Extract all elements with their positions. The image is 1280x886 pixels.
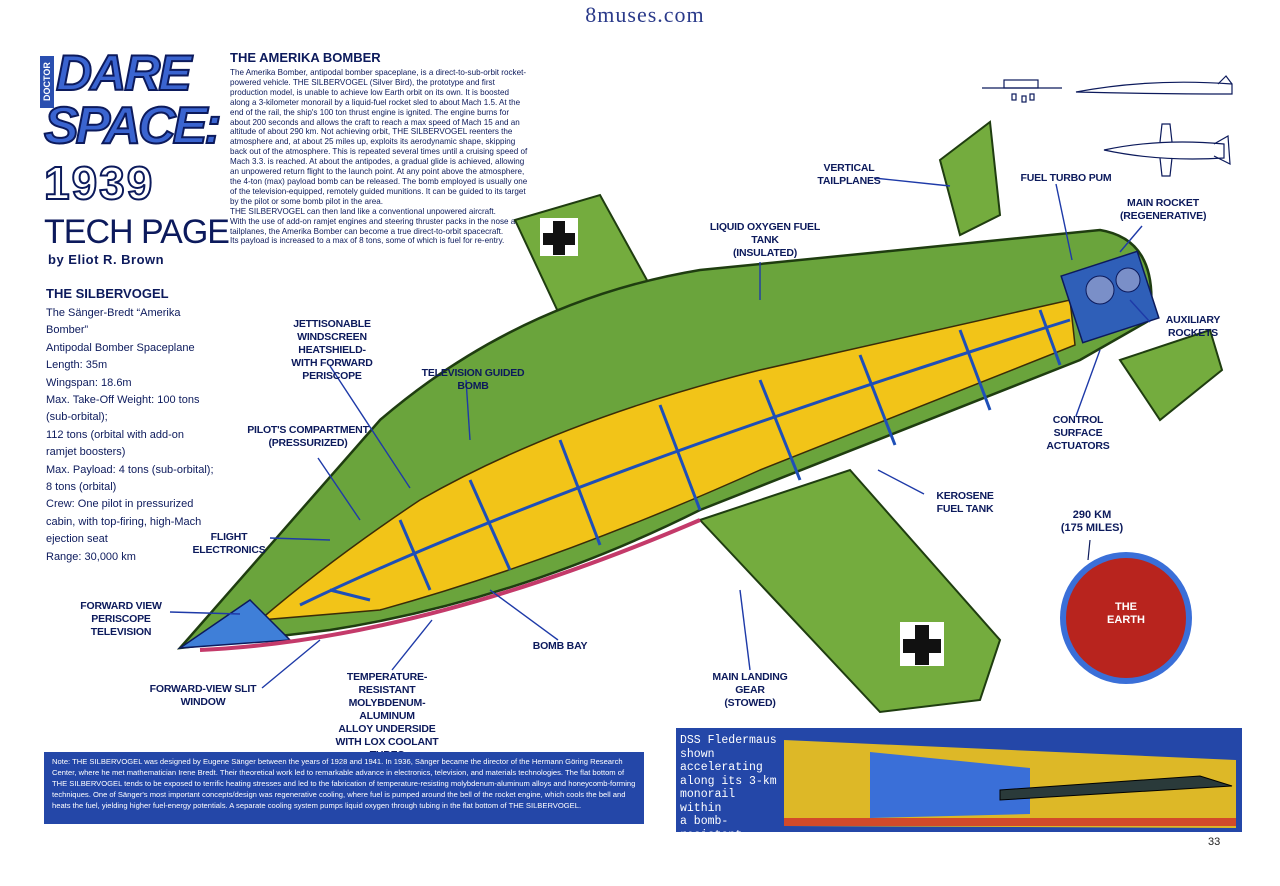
spec-item: Max. Payload: 4 tons (sub-orbital); [46, 463, 214, 476]
spec-item: Max. Take-Off Weight: 100 tons [46, 394, 200, 407]
callout-pilots-compartment: PILOT'S COMPARTMENT (PRESSURIZED) [247, 424, 369, 449]
earth-diagram [1060, 539, 1192, 684]
spec-item: Wingspan: 18.6m [46, 376, 132, 389]
earth-altitude-label: 290 KM (175 MILES) [1060, 509, 1124, 534]
callout-kerosene-fuel-tank: KEROSENE FUEL TANK [936, 490, 994, 515]
front-view-icon [982, 79, 1062, 103]
callout-forward-view-periscope: FORWARD VIEW PERISCOPE TELEVISION [80, 600, 162, 638]
intro-body: The Amerika Bomber, antipodal bomber spa… [230, 68, 530, 246]
intro-title: THE AMERIKA BOMBER [230, 50, 381, 65]
callout-main-landing-gear: MAIN LANDING GEAR (STOWED) [712, 671, 788, 709]
callout-lox-tank: LIQUID OXYGEN FUEL TANK (INSULATED) [709, 221, 821, 259]
spec-item: 8 tons (orbital) [46, 481, 117, 494]
intro-paragraph: THE SILBERVOGEL can then land like a con… [230, 206, 496, 216]
callout-control-surface-actuators: CONTROL SURFACE ACTUATORS [1046, 414, 1110, 452]
logo-space: SPACE: [43, 97, 223, 155]
callout-main-rocket: MAIN ROCKET (REGENERATIVE) [1120, 197, 1207, 222]
page-number: 33 [1208, 836, 1221, 848]
callout-auxiliary-rockets: AUXILIARY ROCKETS [1165, 314, 1221, 339]
intro-paragraph: Its payload is increased to a max of 8 t… [230, 236, 505, 246]
callout-bomb-bay: BOMB BAY [532, 640, 588, 652]
intro-paragraph: The Amerika Bomber, antipodal bomber spa… [230, 68, 528, 206]
fuselage [176, 228, 1160, 652]
top-view-icon [1103, 123, 1231, 177]
spec-item: ramjet boosters) [46, 446, 126, 459]
spec-item: ejection seat [46, 533, 108, 546]
spec-item: Antipodal Bomber Spaceplane [46, 341, 195, 354]
balkenkreuz-icon [540, 218, 578, 256]
balkenkreuz-icon [900, 622, 944, 666]
spec-title: THE SILBERVOGEL [46, 286, 169, 301]
spec-item: The Sänger-Bredt “Amerika Bomber” [46, 307, 181, 337]
side-view-icon [1075, 75, 1233, 95]
note-box: Note: THE SILBERVOGEL was designed by Eu… [44, 752, 644, 824]
orthographic-views [982, 75, 1233, 177]
spec-item: cabin, with top-firing, high-Mach [46, 515, 202, 528]
callout-television-guided-bomb: TELEVISION GUIDED BOMB [421, 367, 525, 392]
watermark: 8muses.com [585, 2, 705, 27]
spec-item: (sub-orbital); [46, 411, 108, 424]
logo-byline: by Eliot R. Brown [48, 252, 165, 267]
callout-vertical-tailplanes: VERTICAL TAILPLANES [817, 162, 881, 187]
spec-list: The Sänger-Bredt “Amerika Bomber” Antipo… [46, 305, 216, 566]
logo-year: 1939 [43, 157, 155, 209]
dss-caption: DSS Fledermaus shown accelerating along … [680, 734, 777, 855]
callout-leaders [169, 177, 1151, 689]
spec-item: 112 tons (orbital with add-on [46, 428, 184, 441]
spec-item: Crew: One pilot in pressurized [46, 498, 194, 511]
callout-flight-electronics: FLIGHT ELECTRONICS [192, 531, 266, 556]
dss-illustration [676, 728, 1242, 832]
spec-item: Range: 30,000 km [46, 550, 136, 563]
callout-forward-view-slit-window: FORWARD-VIEW SLIT WINDOW [149, 683, 257, 708]
callout-windscreen: JETTISONABLE WINDSCREEN HEATSHIELD- WITH… [291, 318, 373, 382]
engine-block [1060, 250, 1160, 344]
logo-dare: DARE [55, 45, 193, 101]
callout-fuel-turbo-pump: FUEL TURBO PUM [1020, 172, 1112, 184]
callout-alloy-underside: TEMPERATURE-RESISTANT MOLYBDENUM-ALUMINU… [335, 671, 439, 761]
earth-label: THE EARTH [1107, 601, 1145, 626]
spec-item: Length: 35m [46, 359, 108, 372]
logo-tech-page: TECH PAGE [44, 213, 230, 251]
intro-paragraph: With the use of add-on ramjet engines an… [230, 216, 525, 236]
